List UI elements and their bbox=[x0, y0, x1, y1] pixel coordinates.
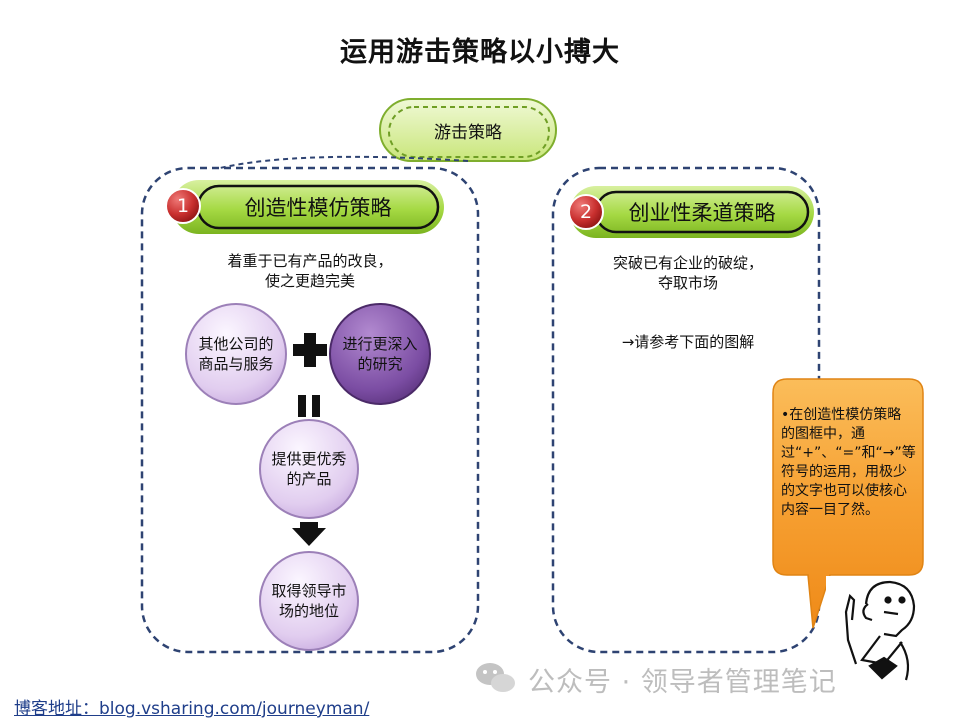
circle-other-companies-label: 其他公司的 商品与服务 bbox=[198, 335, 274, 373]
circle-other-companies bbox=[185, 303, 287, 405]
number-1-label: 1 bbox=[176, 195, 190, 217]
right-panel-frame bbox=[551, 166, 821, 654]
watermark-text: 公众号 · 领导者管理笔记 bbox=[528, 667, 837, 698]
down-arrow-symbol bbox=[292, 522, 326, 546]
right-heading: 创业性柔道策略 bbox=[628, 201, 776, 225]
connector-left bbox=[219, 155, 469, 169]
plus-symbol bbox=[293, 333, 327, 367]
equals-symbol bbox=[298, 395, 320, 417]
footer-blog-link[interactable]: 博客地址：blog.vsharing.com/journeyman/ bbox=[14, 699, 370, 719]
top-node-pill bbox=[379, 98, 557, 162]
number-badge-2 bbox=[568, 194, 604, 230]
left-heading: 创造性模仿策略 bbox=[244, 196, 392, 220]
circle-better-product-label: 提供更优秀 的产品 bbox=[271, 450, 347, 488]
circle-market-leader-label: 取得领导市 场的地位 bbox=[271, 582, 347, 620]
left-panel-frame bbox=[140, 166, 480, 654]
right-note: →请参考下面的图解 bbox=[621, 333, 755, 351]
circle-deeper-research-label: 进行更深入 的研究 bbox=[342, 335, 418, 373]
circle-market-leader bbox=[259, 551, 359, 651]
top-node-label: 游击策略 bbox=[434, 122, 502, 143]
number-2-label: 2 bbox=[579, 201, 593, 223]
left-description: 着重于已有产品的改良， 使之更趋完美 bbox=[227, 252, 393, 290]
circle-better-product bbox=[259, 419, 359, 519]
number-badge-1 bbox=[165, 188, 201, 224]
wechat-icon bbox=[476, 663, 515, 692]
callout-text: •在创造性模仿策略的图框中，通过“+”、“=”和“→”等符号的运用，用极少的文字… bbox=[781, 407, 916, 518]
page-title: 运用游击策略以小搏大 bbox=[340, 37, 620, 68]
circle-deeper-research bbox=[329, 303, 431, 405]
thinking-man-illustration bbox=[826, 576, 922, 681]
callout-bubble bbox=[772, 378, 924, 629]
right-description: 突破已有企业的破绽， 夺取市场 bbox=[612, 254, 763, 292]
